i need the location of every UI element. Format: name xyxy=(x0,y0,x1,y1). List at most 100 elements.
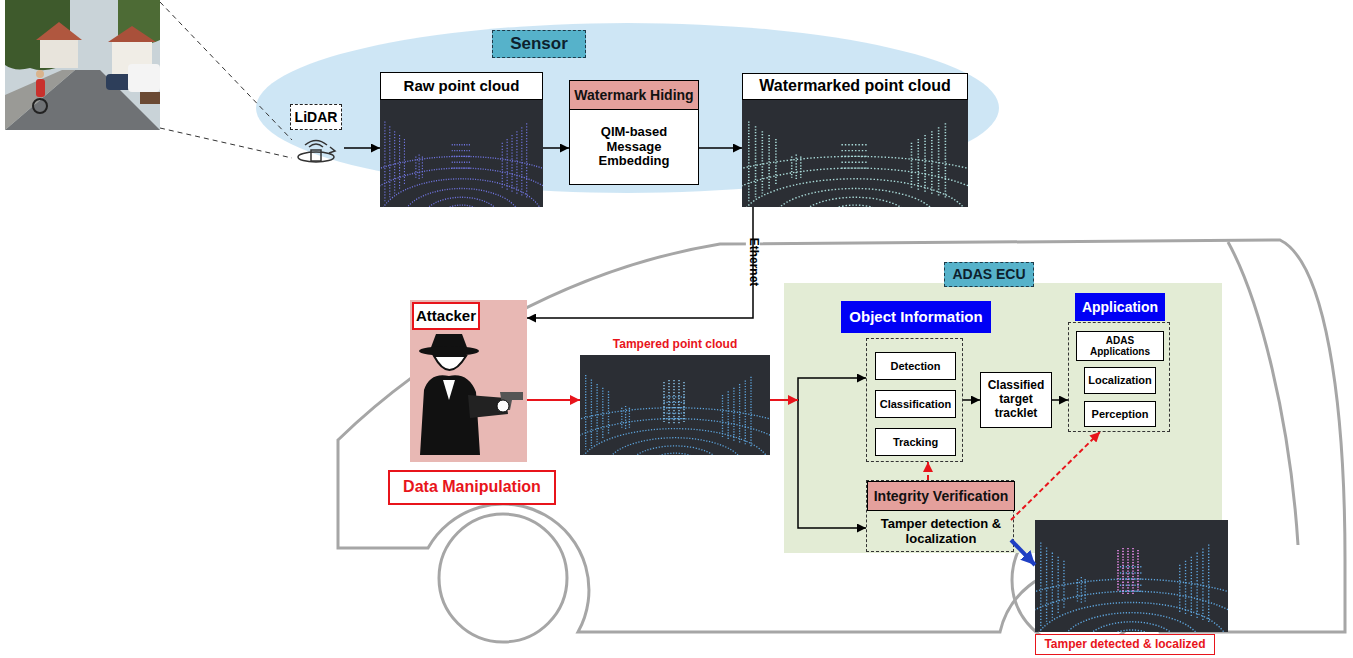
body-box: QIM-based Message Embedding xyxy=(569,109,699,185)
photo-bike-wheel xyxy=(33,99,47,113)
connector-arrow xyxy=(699,147,742,149)
point-cloud-panel: Raw point cloud xyxy=(380,72,543,207)
photo-leader-lines xyxy=(160,2,292,158)
label-box: Tamper detection & localization xyxy=(871,514,1011,550)
tampered-point-cloud-image xyxy=(514,355,837,524)
label-box: Localization xyxy=(1085,368,1155,393)
label-text: Integrity Verification xyxy=(874,488,1009,504)
sensor-ellipse-shape xyxy=(256,23,999,193)
label-text: Object Information xyxy=(849,308,982,325)
label-text: ADAS ECU xyxy=(952,266,1025,282)
label-box: Attacker xyxy=(412,302,480,330)
label-box: Perception xyxy=(1085,402,1155,426)
label-text: Sensor xyxy=(510,34,568,54)
connector-arrow xyxy=(963,399,980,401)
car-wheel xyxy=(439,514,567,642)
label-box: Watermarked point cloud xyxy=(742,73,968,100)
process-box: Classification xyxy=(875,390,956,418)
photo-sidewalk xyxy=(5,70,75,130)
label-box: Watermark Hiding xyxy=(569,80,699,110)
process-box: Tamper detection & localization xyxy=(871,514,1011,550)
module-group: Integrity VerificationTamper detection &… xyxy=(866,480,1014,552)
photo-roof xyxy=(108,26,156,42)
hat xyxy=(430,334,468,350)
label-text: Classified target tracklet xyxy=(984,379,1048,420)
tamper-region-points xyxy=(1118,548,1138,594)
label-box: Application xyxy=(1075,293,1165,321)
label-text: Attacker xyxy=(416,307,476,324)
edge-label: Ethernet xyxy=(746,235,760,290)
label-box: Data Manipulation xyxy=(390,472,554,503)
process-box: Perception xyxy=(1084,401,1156,427)
connector-arrow xyxy=(344,147,380,149)
process-box: Localization xyxy=(1084,367,1156,394)
connector-arrow xyxy=(770,378,866,400)
photo-camper xyxy=(128,64,160,92)
lidar-waves xyxy=(305,141,327,148)
label-box: Integrity Verification xyxy=(867,481,1015,511)
injected-object-points xyxy=(664,380,684,424)
label-text: Classification xyxy=(880,398,952,411)
street-photo xyxy=(5,0,160,130)
hand xyxy=(497,400,509,412)
label-text: Tampered point cloud xyxy=(613,338,737,352)
module-group: Object InformationDetectionClassificatio… xyxy=(866,338,963,462)
connector-arrow xyxy=(770,400,866,528)
edge-label-text: Ethernet xyxy=(746,235,760,290)
label-box: Tracking xyxy=(876,429,955,455)
gun xyxy=(500,392,523,410)
watermarked-point-cloud-image xyxy=(663,100,1047,281)
lidar-icon xyxy=(298,141,335,163)
label-text: Application xyxy=(1082,299,1158,315)
label-text: QIM-based Message Embedding xyxy=(573,125,695,170)
detected-point-cloud-image xyxy=(967,520,1295,658)
photo-cyclist xyxy=(36,79,45,97)
car-outline xyxy=(338,240,1345,648)
process-box: Detection xyxy=(875,352,956,380)
point-cloud-panel: Tamper detected & localized xyxy=(1035,520,1228,655)
module-group: ApplicationADAS ApplicationsLocalization… xyxy=(1068,322,1170,432)
label-box: Sensor xyxy=(492,30,586,58)
point-cloud-panel: Tampered point cloud xyxy=(580,336,770,455)
label-text: Tracking xyxy=(893,436,938,449)
photo-house xyxy=(40,38,78,68)
label-box: ADAS Applications xyxy=(1077,332,1163,360)
photo-fence xyxy=(140,92,160,104)
connector-arrow xyxy=(1052,399,1068,401)
point-cloud-panel: Watermarked point cloud xyxy=(742,73,968,207)
attack-box: Data Manipulation xyxy=(388,470,556,505)
label-text: Tamper detected & localized xyxy=(1044,638,1205,652)
label-text: Detection xyxy=(890,360,940,373)
label-box: Object Information xyxy=(841,301,991,333)
process-box: ADAS Applications xyxy=(1076,331,1164,361)
connector-arrow xyxy=(543,147,569,149)
connector-arrow xyxy=(1011,432,1100,520)
lidar-body xyxy=(311,150,321,161)
label-box: Tamper detected & localized xyxy=(1035,634,1215,655)
car-body xyxy=(338,240,1345,632)
hat-brim xyxy=(419,346,479,356)
process-box: Classified target tracklet xyxy=(980,372,1052,428)
label-box: Classification xyxy=(876,391,955,417)
connector-arrow xyxy=(527,399,580,401)
photo-cyclist-head xyxy=(36,70,44,78)
photo-roof xyxy=(36,22,82,40)
label-text: Raw point cloud xyxy=(404,77,520,94)
label-box: LiDAR xyxy=(290,104,342,130)
photo-sky xyxy=(5,0,160,130)
label-box: Tampered point cloud xyxy=(580,336,770,353)
label-text: Watermarked point cloud xyxy=(759,77,950,95)
collar xyxy=(443,380,455,400)
label-text: Data Manipulation xyxy=(403,478,541,496)
face xyxy=(434,356,466,370)
attacker-box: Attacker xyxy=(410,300,527,462)
label-box: Classified target tracklet xyxy=(981,373,1051,427)
label-text: Tamper detection & localization xyxy=(874,517,1008,547)
lidar-rotation-arrow xyxy=(329,147,335,153)
label-text: ADAS Applications xyxy=(1080,335,1160,358)
label-text: Watermark Hiding xyxy=(574,87,693,103)
label-text: LiDAR xyxy=(295,109,338,125)
raw-point-cloud-image xyxy=(323,100,600,281)
arm xyxy=(468,395,508,418)
lidar-base-ring xyxy=(298,152,334,162)
